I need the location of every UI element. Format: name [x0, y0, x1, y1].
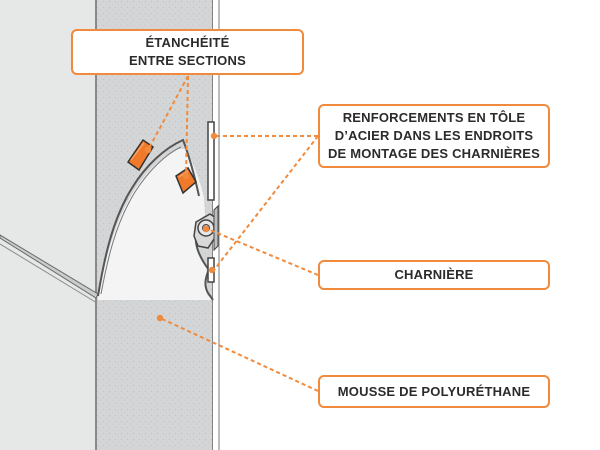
callout-reinforcement-line-1: RENFORCEMENTS EN TÔLE — [342, 110, 526, 125]
callout-foam-label: MOUSSE DE POLYURÉTHANE — [337, 383, 531, 399]
callout-hinge: CHARNIÈRE — [318, 260, 550, 290]
callout-reinforcement-line-3: DE MONTAGE DES CHARNIÈRES — [327, 146, 541, 161]
callout-steel-reinforcement: RENFORCEMENTS EN TÔLE D’ACIER DANS LES E… — [318, 104, 550, 168]
leader-dots — [144, 132, 218, 322]
callout-polyurethane-foam: MOUSSE DE POLYURÉTHANE — [318, 375, 550, 408]
callout-reinforcement-line-2: D’ACIER DANS LES ENDROITS — [334, 128, 534, 143]
leader-lines — [147, 75, 319, 392]
callout-hinge-label: CHARNIÈRE — [394, 267, 474, 282]
upper-section-profile — [97, 138, 200, 297]
panel-edge-strip — [0, 0, 96, 450]
section-seal-inner — [175, 166, 197, 195]
callout-section-seal-line-1: ÉTANCHÉITÉ — [145, 35, 230, 50]
callout-section-seal-line-2: ENTRE SECTIONS — [129, 53, 246, 68]
callout-section-seal: ÉTANCHÉITÉ ENTRE SECTIONS — [71, 29, 304, 75]
reinforcement-plate-upper — [207, 121, 215, 201]
